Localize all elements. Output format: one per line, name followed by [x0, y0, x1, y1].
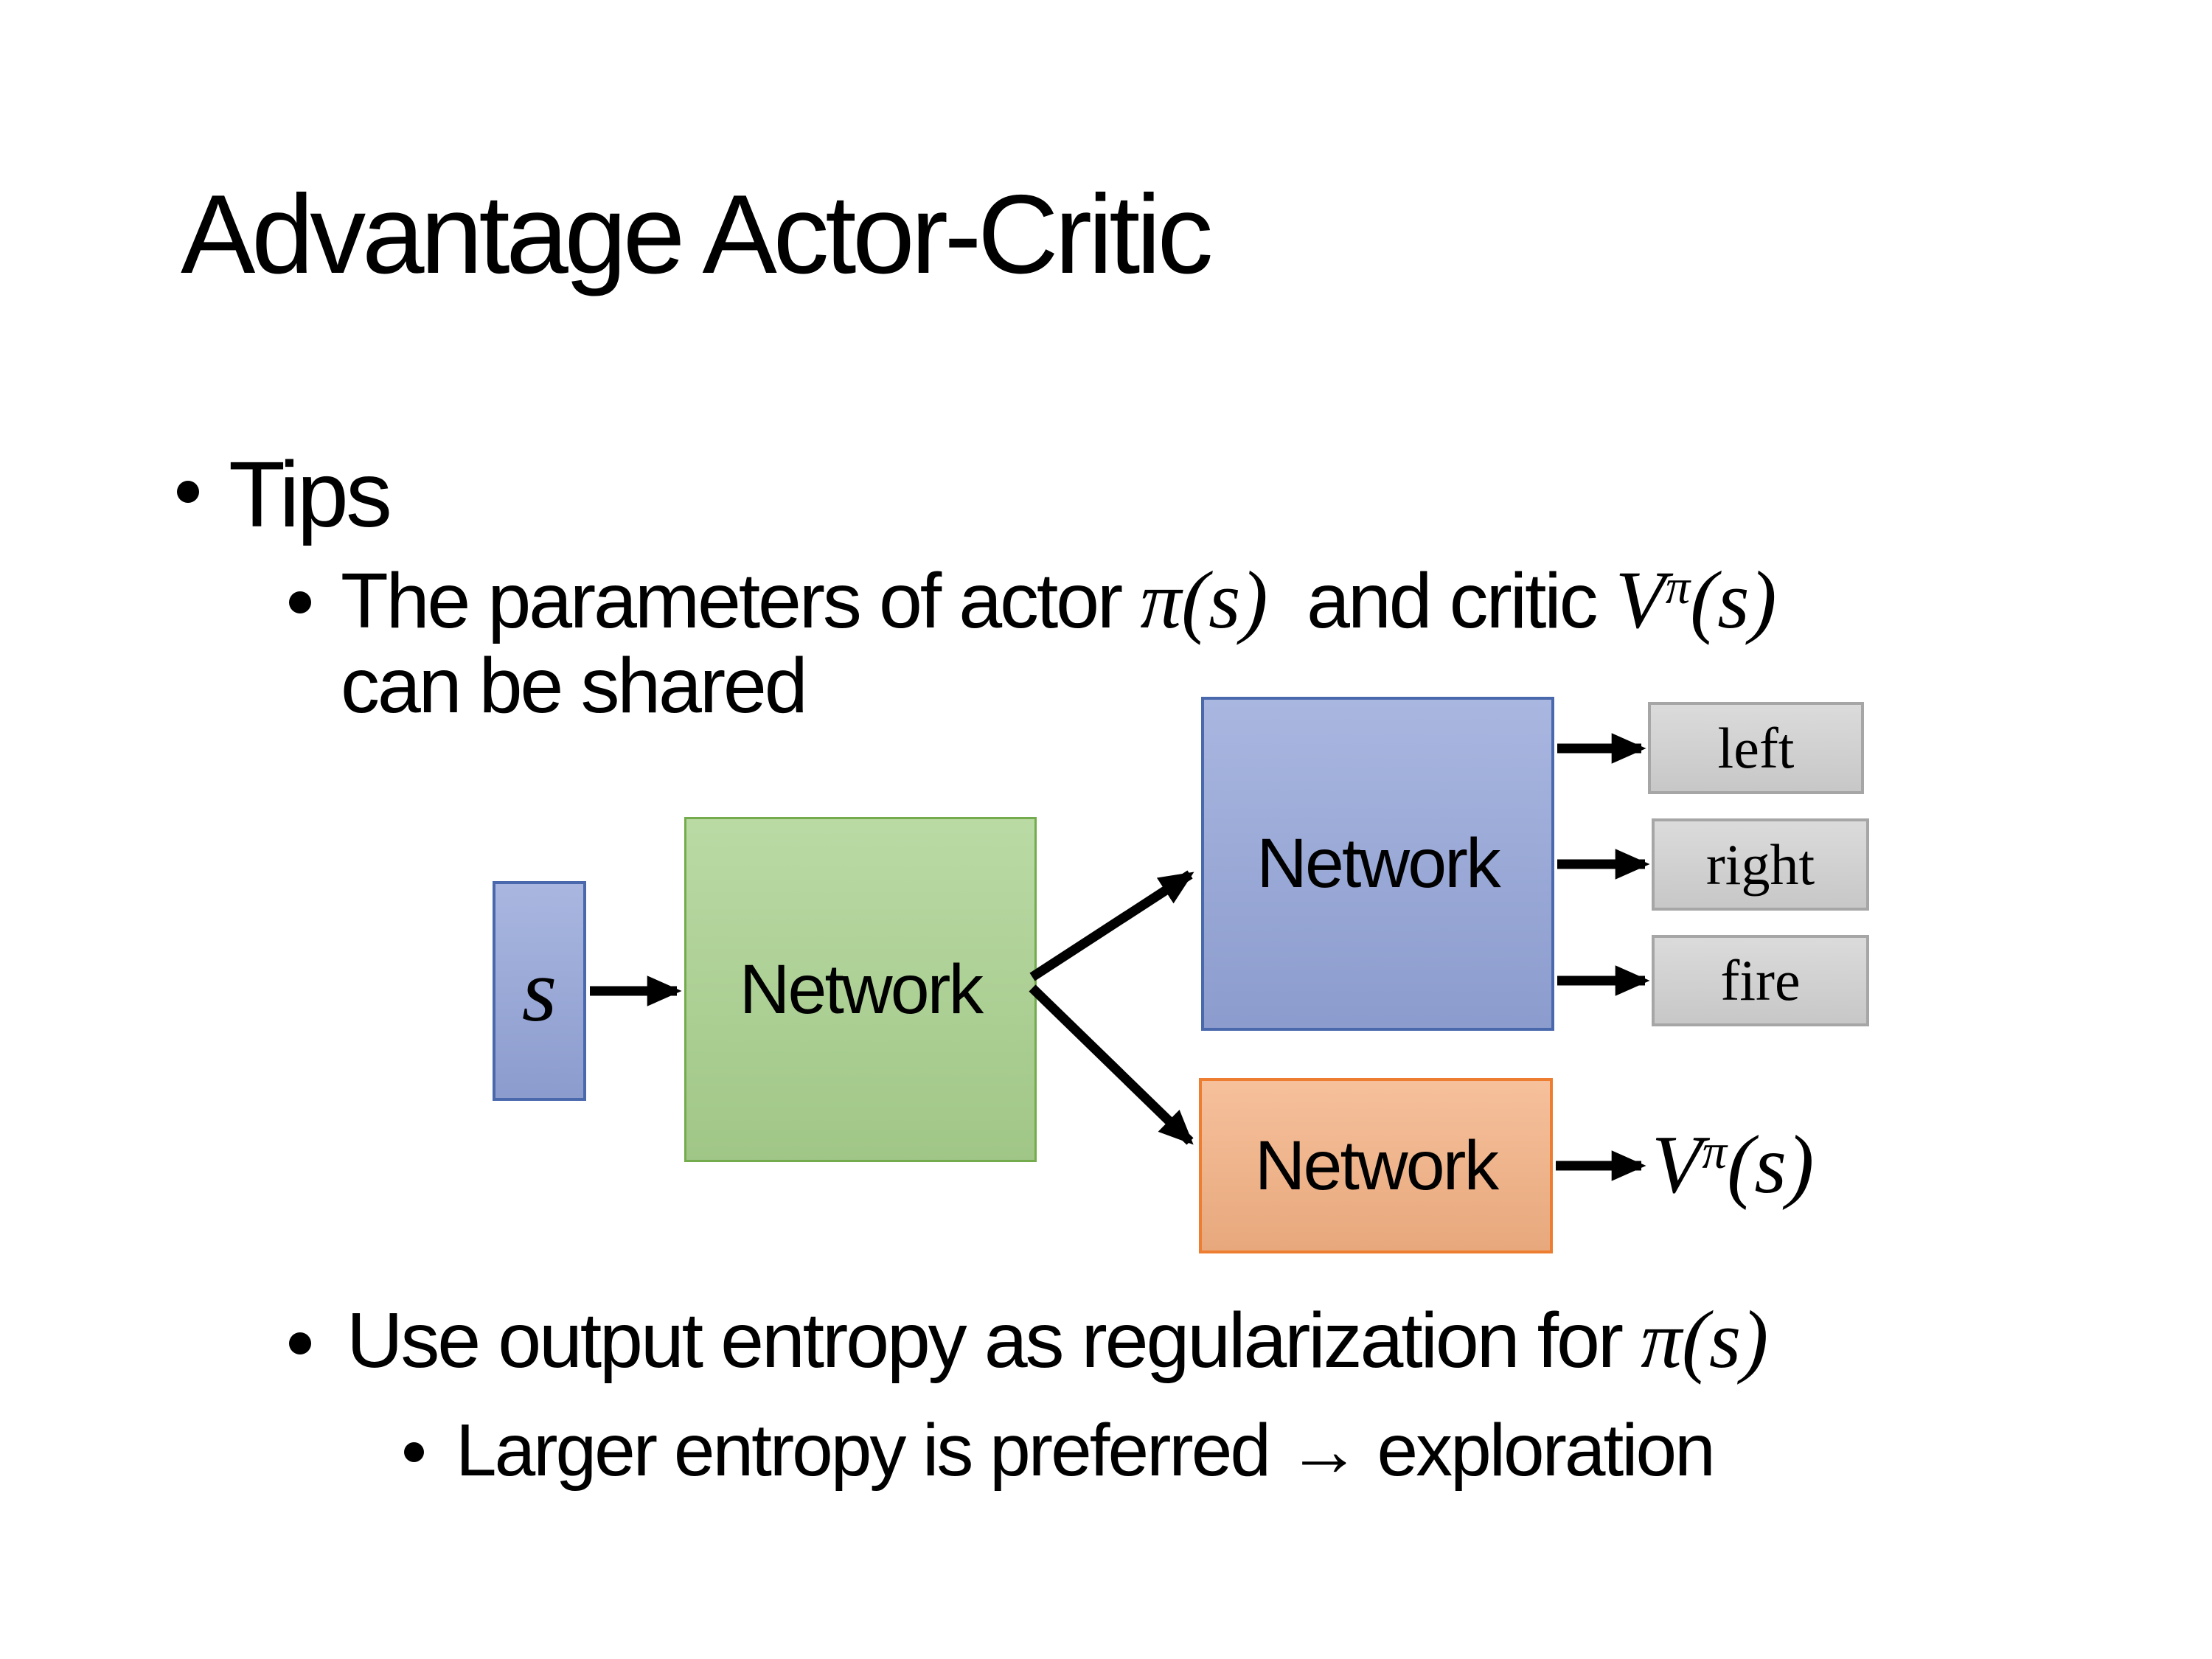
bullet-parameters-line2: can be shared: [341, 642, 808, 730]
critic-output-label: Vπ(s): [1652, 1106, 1814, 1224]
slide-title: Advantage Actor-Critic: [181, 172, 1213, 297]
bullet-dot-entropy: [289, 1332, 311, 1354]
text-actor-prefix: The parameters of actor: [341, 557, 1141, 644]
actor-network-box: Network: [1201, 697, 1554, 1031]
math-v-args: (s): [1690, 555, 1777, 646]
critic-network-label: Network: [1254, 1126, 1499, 1205]
action-box-fire: fire: [1652, 935, 1869, 1026]
bullet-tips: Tips: [229, 442, 392, 546]
shared-network-box: Network: [684, 817, 1037, 1162]
action-box-left: left: [1648, 702, 1864, 794]
action-label-left: left: [1717, 715, 1795, 780]
text-entropy: Use output entropy as regularization for: [347, 1297, 1641, 1384]
bullet-exploration: Larger entropy is preferred → exploratio…: [456, 1409, 1716, 1492]
action-label-right: right: [1705, 832, 1815, 897]
math-pi-s: π(s): [1140, 555, 1268, 646]
state-label: s: [521, 941, 557, 1040]
arrow-shared-to-critic: [1029, 984, 1194, 1145]
bullet-dot-parameters: [289, 591, 311, 613]
action-label-fire: fire: [1720, 948, 1801, 1012]
actor-network-label: Network: [1256, 824, 1500, 902]
state-box: s: [493, 881, 586, 1101]
critic-network-box: Network: [1199, 1078, 1553, 1253]
action-box-right: right: [1652, 818, 1869, 911]
math-v-sup: π: [1665, 560, 1691, 615]
critic-output-args: (s): [1727, 1119, 1815, 1211]
text-critic-prefix: and critic: [1267, 557, 1615, 644]
arrow-shared-to-actor: [1029, 870, 1194, 981]
math-v-base: V: [1615, 555, 1666, 646]
shared-network-label: Network: [739, 950, 984, 1029]
bullet-entropy: Use output entropy as regularization for…: [347, 1299, 1768, 1381]
critic-output-sup: π: [1702, 1124, 1728, 1180]
bullet-parameters: The parameters of actor π(s) and critic …: [341, 557, 1777, 728]
bullet-parameters-line1: The parameters of actor π(s) and critic …: [341, 557, 1777, 644]
bullet-dot-exploration: [404, 1442, 424, 1462]
math-entropy-pi-s: π(s): [1641, 1295, 1769, 1385]
bullet-dot-tips: [177, 481, 199, 503]
math-v-pi-s: Vπ(s): [1615, 555, 1777, 646]
critic-output-base: V: [1652, 1119, 1703, 1211]
